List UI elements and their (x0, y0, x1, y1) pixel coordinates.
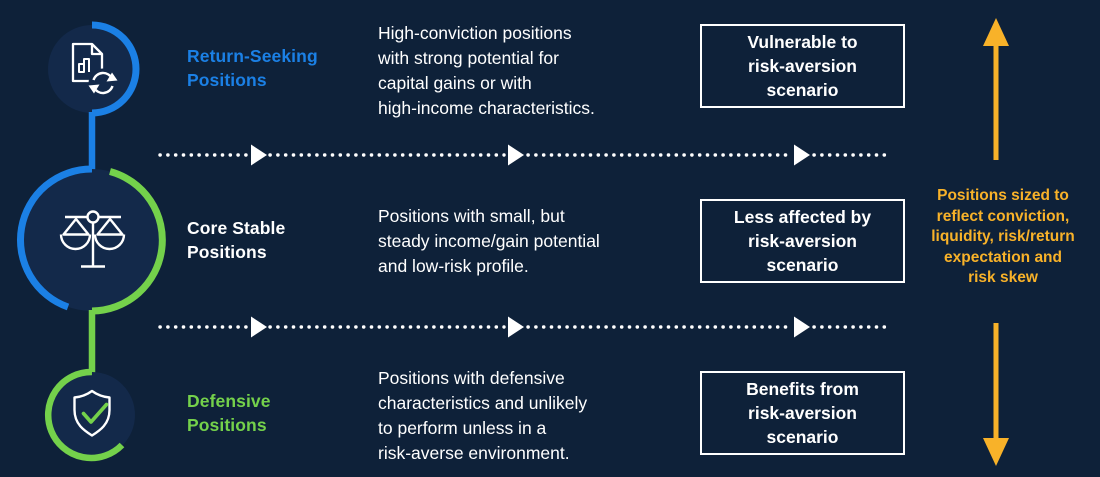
defensive-label: Defensive Positions (187, 391, 271, 435)
flow-arrowhead (508, 316, 524, 338)
sizing-arrow-down (983, 323, 1009, 466)
position-sizing-note: Positions sized to reflect conviction, l… (931, 187, 1075, 286)
defensive-arc (44, 368, 125, 462)
defensive-circle (49, 372, 135, 458)
flow-arrowhead (251, 316, 267, 338)
core-stable-impact-text: Less affected by risk-aversion scenario (733, 207, 872, 275)
defensive-impact-text: Benefits from risk-aversion scenario (746, 379, 859, 447)
core-stable-description: Positions with small, but steady income/… (378, 206, 600, 276)
return-seeking-arc (91, 21, 140, 117)
flow-arrowhead (508, 144, 524, 166)
core-stable-blue-arc (17, 165, 93, 311)
core-stable-impact-box: Less affected by risk-aversion scenario (700, 199, 905, 283)
document-refresh-icon (71, 42, 118, 98)
core-stable-green-arc (91, 168, 166, 315)
flow-arrowhead (251, 144, 267, 166)
sizing-arrow-up (983, 18, 1009, 160)
defensive-description: Positions with defensive characteristics… (378, 368, 588, 463)
return-seeking-impact-text: Vulnerable to risk-aversion scenario (747, 32, 858, 100)
dotted-flow-line-1 (158, 144, 894, 166)
flow-arrowhead (794, 316, 810, 338)
return-seeking-impact-box: Vulnerable to risk-aversion scenario (700, 24, 905, 108)
shield-check-icon (73, 389, 111, 437)
balance-scale-icon (59, 210, 126, 268)
dotted-flow-line-2 (158, 316, 894, 338)
return-seeking-description: High-conviction positions with strong po… (378, 23, 595, 118)
return-seeking-label: Return-Seeking Positions (187, 46, 318, 90)
core-stable-label: Core Stable Positions (187, 218, 286, 262)
defensive-impact-box: Benefits from risk-aversion scenario (700, 371, 905, 455)
flow-arrowhead (794, 144, 810, 166)
